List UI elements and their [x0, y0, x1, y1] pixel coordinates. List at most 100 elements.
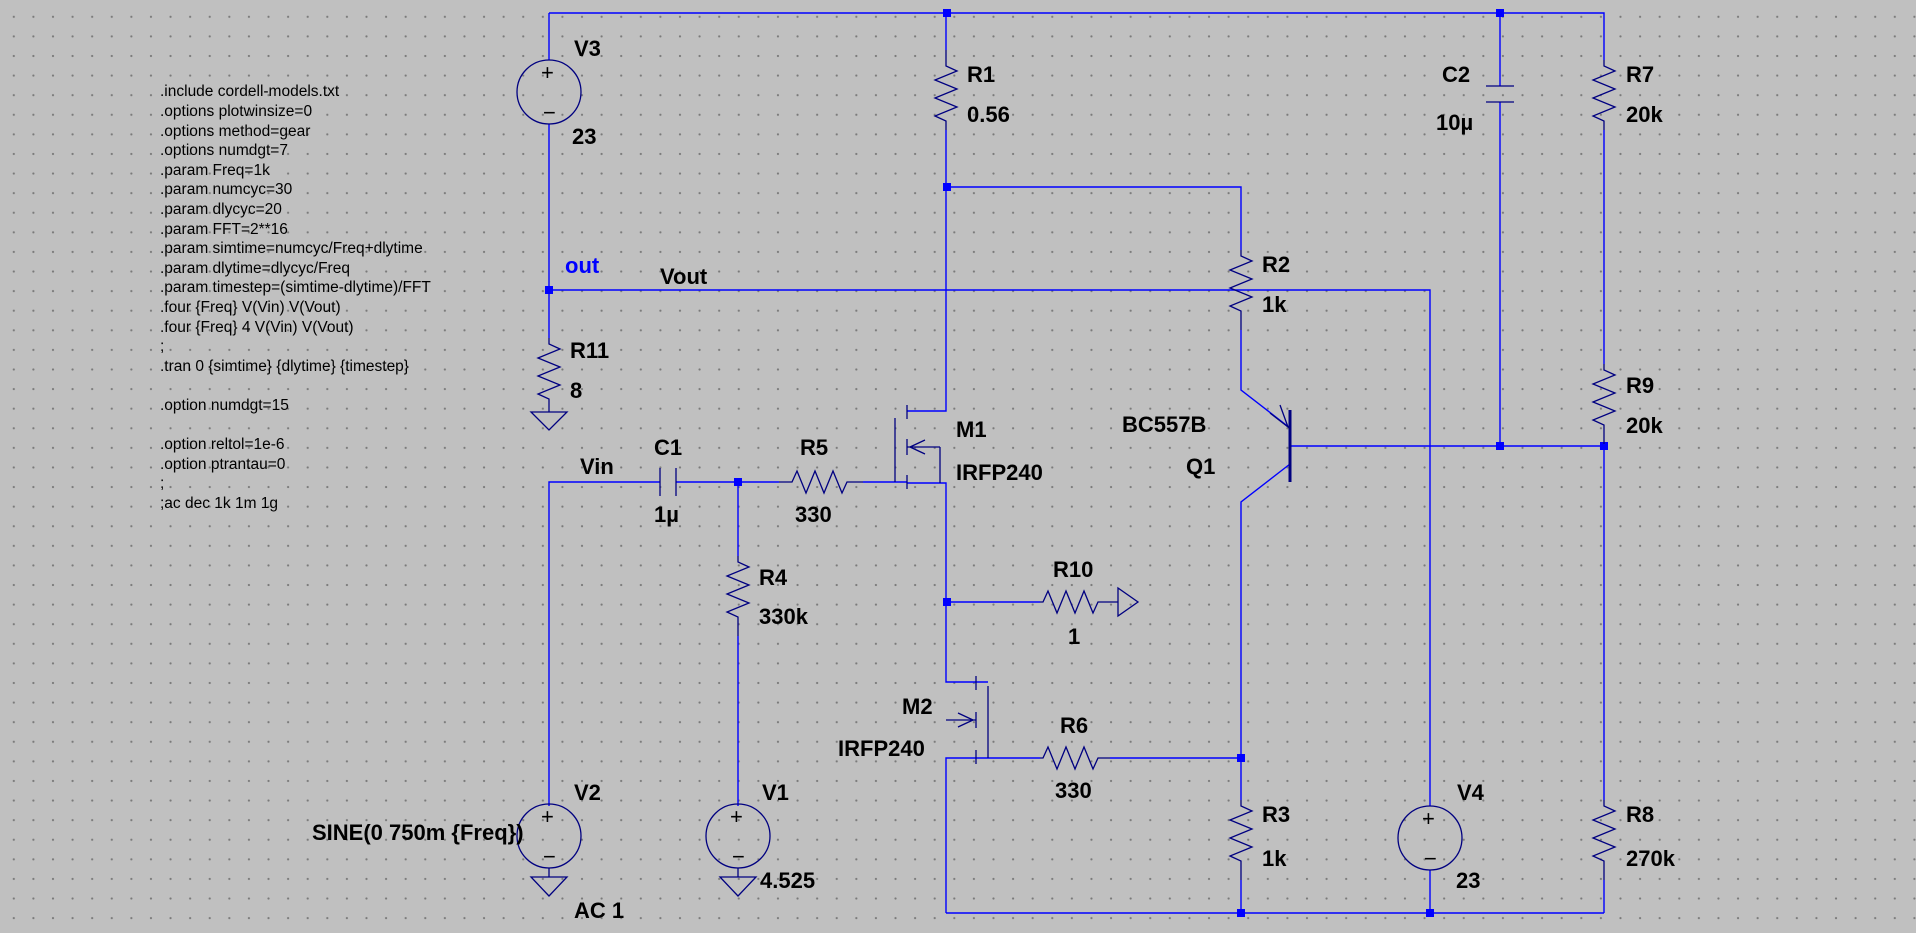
ground-icon [1117, 586, 1140, 618]
junction-dot [1600, 442, 1608, 450]
wire-out-net[interactable] [549, 289, 1431, 806]
voltage-source-v3[interactable]: + − V3 23 [516, 36, 601, 149]
resistor-r4[interactable]: R4 330k [725, 556, 809, 636]
resistor-r11[interactable]: R11 8 [529, 338, 609, 431]
resistor-symbol [1228, 800, 1254, 880]
resistor-r3[interactable]: R3 1k [1228, 800, 1290, 880]
minus-icon: − [543, 100, 556, 125]
resistor-symbol [725, 556, 751, 636]
component-name: R6 [1060, 713, 1088, 738]
component-value: BC557B [1122, 412, 1206, 437]
junction-dot [1496, 442, 1504, 450]
component-value: SINE(0 750m {Freq}) [312, 820, 524, 845]
component-value: 8 [570, 378, 582, 403]
resistor-symbol [1591, 364, 1617, 444]
component-name: R3 [1262, 802, 1290, 827]
component-value: 1k [1262, 292, 1287, 317]
directive-line: .param dlycyc=20 [160, 201, 282, 218]
component-name: M2 [902, 694, 933, 719]
net-label-out[interactable]: out [565, 253, 600, 278]
resistor-r10[interactable]: R10 1 [1040, 557, 1140, 649]
component-name: R10 [1053, 557, 1093, 582]
wire-q1-base-net[interactable] [1290, 444, 1605, 447]
voltage-source-v1[interactable]: + − V1 4.525 [705, 780, 815, 897]
resistor-symbol [1040, 745, 1110, 771]
directive-line: .option reltol=1e-6 [160, 436, 285, 453]
resistor-symbol [1591, 800, 1617, 880]
resistor-symbol [779, 469, 863, 495]
ground-icon [718, 876, 758, 897]
component-name: V2 [574, 780, 601, 805]
directive-line: .param dlytime=dlycyc/Freq [160, 260, 350, 277]
directive-line: .tran 0 {simtime} {dlytime} {timestep} [160, 358, 409, 375]
component-name: V3 [574, 36, 601, 61]
component-value: 1 [1068, 624, 1080, 649]
voltage-source-v4[interactable]: + − V4 23 [1397, 780, 1485, 893]
arrow-icon [1269, 404, 1290, 429]
component-value: IRFP240 [838, 736, 925, 761]
component-value: 1µ [654, 502, 679, 527]
arrow-icon [909, 439, 926, 455]
wire-vin[interactable] [548, 481, 660, 806]
net-label-vout[interactable]: Vout [660, 264, 708, 289]
capacitor-c2[interactable]: C2 10µ [1436, 62, 1514, 135]
component-name: R1 [967, 62, 995, 87]
junction-dot [734, 478, 742, 486]
wire-top-rail[interactable] [549, 12, 1605, 60]
net-label-vin[interactable]: Vin [580, 454, 614, 479]
component-name: R8 [1626, 802, 1654, 827]
component-name: V1 [762, 780, 789, 805]
mosfet-m1[interactable]: M1 IRFP240 [894, 405, 1043, 489]
component-name: R7 [1626, 62, 1654, 87]
resistor-r9[interactable]: R9 20k [1591, 364, 1663, 444]
component-value: 10µ [1436, 110, 1473, 135]
resistor-r7[interactable]: R7 20k [1591, 60, 1663, 130]
minus-icon: − [732, 844, 745, 869]
resistor-symbol [933, 50, 959, 130]
component-name: V4 [1457, 780, 1485, 805]
plus-icon: + [730, 804, 743, 829]
component-name: R2 [1262, 252, 1290, 277]
junction-dot [943, 183, 951, 191]
directive-line: .option numdgt=15 [160, 397, 289, 414]
voltage-source-v2[interactable]: + − V2 SINE(0 750m {Freq}) AC 1 [312, 780, 624, 923]
resistor-r2[interactable]: R2 1k [1228, 250, 1290, 330]
component-value: 20k [1626, 413, 1663, 438]
wire-m2-source[interactable] [945, 757, 988, 913]
directive-line: .param numcyc=30 [160, 181, 293, 198]
transistor-q1[interactable]: BC557B Q1 [1122, 404, 1292, 482]
component-value: 4.525 [760, 868, 815, 893]
wire-q1-collector[interactable] [1240, 463, 1291, 800]
wire-r2-branch[interactable] [946, 186, 1242, 250]
resistor-r8[interactable]: R8 270k [1591, 800, 1676, 880]
mosfet-m2[interactable]: M2 IRFP240 [838, 676, 989, 764]
source-circle [1397, 805, 1463, 871]
component-value: 20k [1626, 102, 1663, 127]
junction-dot [1237, 909, 1245, 917]
minus-icon: − [543, 844, 556, 869]
component-value: 330 [1055, 778, 1092, 803]
resistor-symbol [1040, 589, 1118, 615]
directive-line: .param FFT=2**16 [160, 221, 288, 238]
resistor-r6[interactable]: R6 330 [1040, 713, 1110, 803]
component-name: R9 [1626, 373, 1654, 398]
resistor-r5[interactable]: R5 330 [779, 435, 863, 527]
resistor-r1[interactable]: R1 0.56 [933, 50, 1010, 130]
directive-line: .options method=gear [160, 123, 310, 140]
component-value: 330k [759, 604, 809, 629]
directive-line: ; [160, 338, 164, 355]
wire-m1-source-to-m2[interactable] [907, 482, 988, 683]
directive-line: .param Freq=1k [160, 162, 270, 179]
component-value: 1k [1262, 846, 1287, 871]
minus-icon: − [1424, 846, 1437, 871]
spice-directives[interactable]: .include cordell-models.txt .options plo… [160, 83, 431, 512]
component-value: 23 [572, 124, 596, 149]
capacitor-c1[interactable]: C1 1µ [654, 435, 682, 527]
component-ac-value: AC 1 [574, 898, 624, 923]
directive-line: .param timestep=(simtime-dlytime)/FFT [160, 279, 431, 296]
component-name: C1 [654, 435, 682, 460]
wire-r1-to-m1[interactable] [907, 130, 947, 412]
plus-icon: + [1422, 806, 1435, 831]
directive-line: .include cordell-models.txt [160, 83, 340, 100]
